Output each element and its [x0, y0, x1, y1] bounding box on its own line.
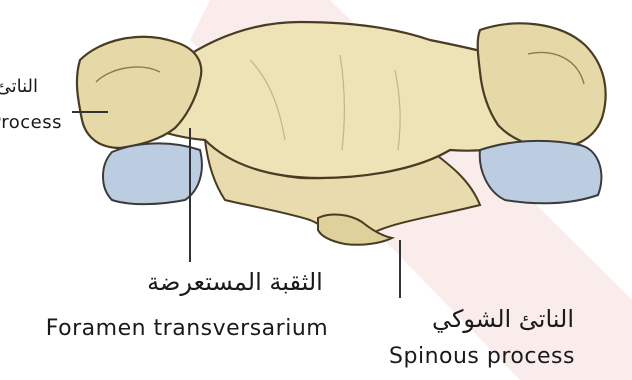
foramen-label-arabic: الثقبة المستعرضة [120, 270, 350, 294]
spinous-label-english: Spinous process [352, 346, 612, 368]
left-foramen-transversarium [103, 143, 202, 204]
spinous-label-arabic: الناتئ الشوكي [388, 307, 618, 331]
left-process-label-arabic: الناتئ [0, 78, 38, 96]
left-process-label-english: Process [0, 114, 62, 132]
foramen-label-english: Foramen transversarium [12, 318, 362, 340]
right-foramen-transversarium [480, 141, 602, 203]
